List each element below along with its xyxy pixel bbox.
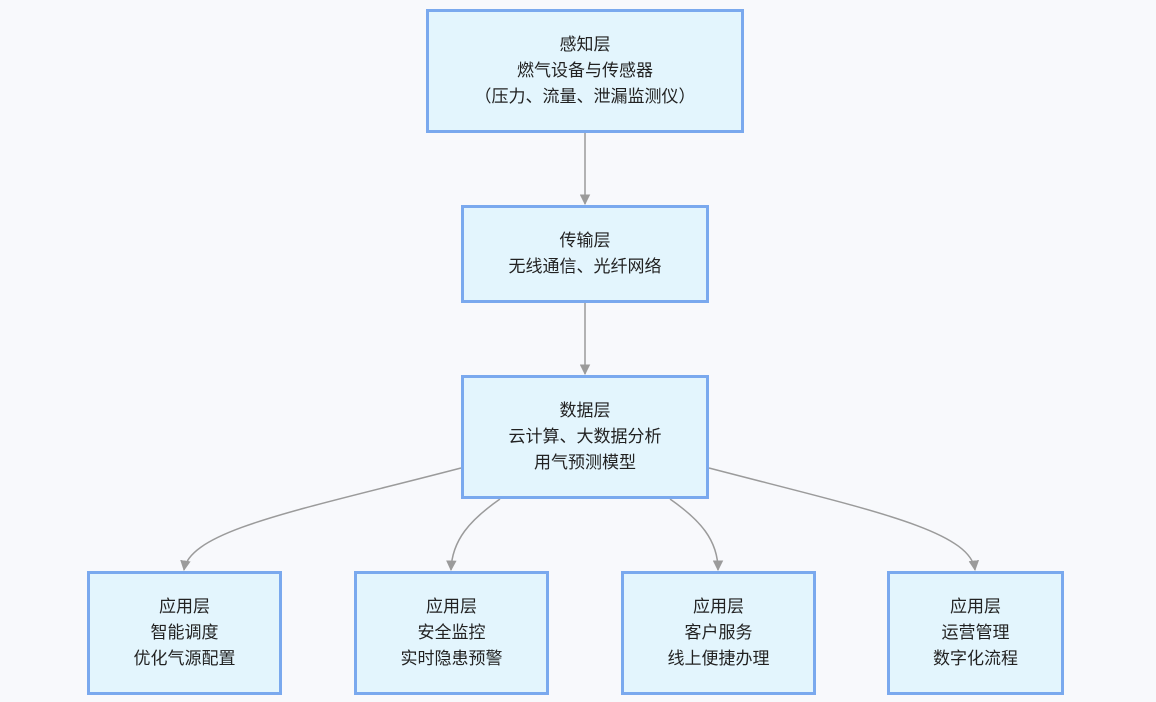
- node-title: 感知层: [559, 35, 611, 55]
- node-data-layer: 数据层 云计算、大数据分析 用气预测模型: [461, 375, 709, 499]
- node-title: 应用层: [159, 597, 210, 617]
- node-line: 安全监控: [417, 623, 486, 643]
- edge-data-app1: [180, 467, 462, 572]
- node-transport-layer: 传输层 无线通信、光纤网络: [461, 205, 709, 303]
- node-title: 应用层: [426, 597, 477, 617]
- node-line: 实时隐患预警: [400, 649, 503, 669]
- node-line: 客户服务: [684, 623, 753, 643]
- node-title: 应用层: [950, 597, 1001, 617]
- node-application-safety: 应用层 安全监控 实时隐患预警: [354, 571, 549, 695]
- edge-data-app3: [669, 498, 724, 572]
- node-line: （压力、流量、泄漏监测仪）: [474, 87, 696, 107]
- node-title: 传输层: [559, 231, 611, 251]
- node-application-operations: 应用层 运营管理 数字化流程: [887, 571, 1064, 695]
- node-line: 运营管理: [941, 623, 1010, 643]
- node-title: 应用层: [693, 597, 744, 617]
- edge-data-app2: [446, 498, 501, 572]
- edge-data-app4: [708, 467, 980, 572]
- node-line: 用气预测模型: [534, 453, 636, 473]
- node-line: 燃气设备与传感器: [517, 61, 653, 81]
- node-title: 数据层: [559, 401, 611, 421]
- node-application-scheduling: 应用层 智能调度 优化气源配置: [87, 571, 282, 695]
- node-line: 线上便捷办理: [667, 649, 770, 669]
- node-line: 云计算、大数据分析: [508, 427, 662, 447]
- node-line: 数字化流程: [933, 649, 1018, 669]
- node-line: 智能调度: [150, 623, 219, 643]
- node-line: 无线通信、光纤网络: [508, 257, 662, 277]
- node-application-customer: 应用层 客户服务 线上便捷办理: [621, 571, 816, 695]
- node-perception-layer: 感知层 燃气设备与传感器 （压力、流量、泄漏监测仪）: [426, 9, 744, 133]
- node-line: 优化气源配置: [133, 649, 236, 669]
